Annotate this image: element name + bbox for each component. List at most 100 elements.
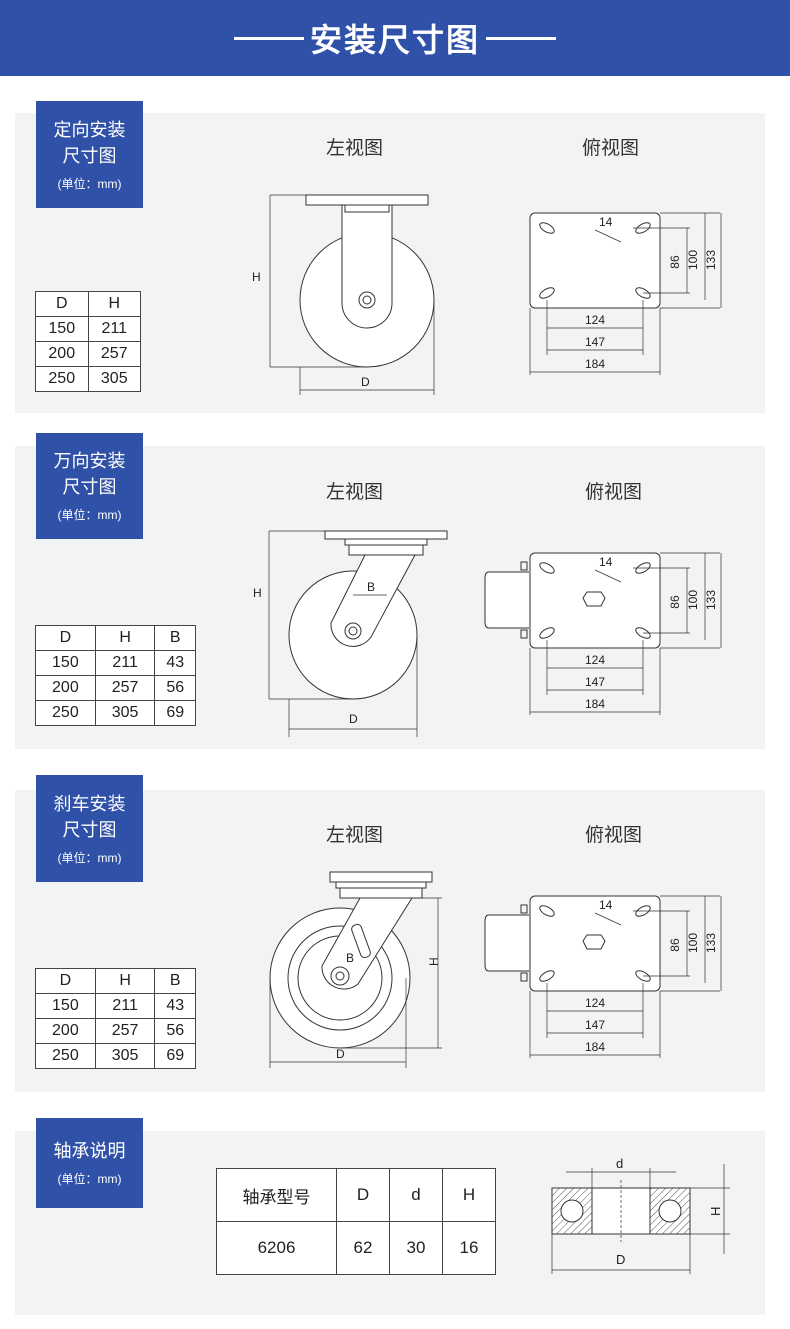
table-header-row: D H B <box>35 968 196 994</box>
brake-top-view-drawing: 14 86 100 133 124 147 184 <box>484 895 722 1058</box>
brake-caster-tag: 刹车安装 尺寸图 (单位：mm) <box>36 775 143 882</box>
inner-w-label: 124 <box>585 313 605 327</box>
swivel-caster-tag: 万向安装 尺寸图 (单位：mm) <box>36 433 143 539</box>
mid-h-label: 100 <box>686 933 700 953</box>
cell: 200 <box>35 1018 96 1044</box>
bearing-drawing: d D H <box>551 1156 730 1274</box>
mid-w-label: 147 <box>585 335 605 349</box>
table-row: 150 211 <box>35 316 141 342</box>
b-label: B <box>367 580 375 594</box>
tag-line1: 万向安装 <box>53 451 126 471</box>
cell: 211 <box>94 993 156 1019</box>
cell: 257 <box>87 341 141 367</box>
inner-h-label: 86 <box>668 595 682 609</box>
col-d: D <box>35 291 89 317</box>
tag-line1: 刹车安装 <box>53 793 126 814</box>
d-label: D <box>361 375 370 389</box>
table-row: 200 257 <box>35 341 141 367</box>
d-label: D <box>336 1047 345 1061</box>
cell: 305 <box>94 1043 156 1069</box>
col-h: H <box>87 291 141 317</box>
cell: 257 <box>94 1018 156 1044</box>
slot-label: 14 <box>599 898 613 912</box>
col-d-outer: D <box>336 1168 390 1222</box>
outer-w-label: 184 <box>585 697 605 711</box>
mid-h-label: 100 <box>686 590 700 610</box>
tag-line2: 尺寸图 <box>62 145 117 166</box>
tag-line2: 尺寸图 <box>62 819 117 840</box>
mid-w-label: 147 <box>585 1018 605 1032</box>
cell: 56 <box>154 675 196 701</box>
cell: 43 <box>154 993 196 1019</box>
b-label: B <box>346 951 354 965</box>
h-label: H <box>252 270 261 284</box>
inner-w-label: 124 <box>585 996 605 1010</box>
d-label: D <box>349 712 358 726</box>
fixed-top-view-drawing: 14 86 100 133 124 147 184 <box>529 212 722 375</box>
cell: 43 <box>154 650 196 676</box>
col-d: D <box>35 625 96 651</box>
brake-dims-table: D H B 150 211 43 200 257 56 250 305 69 <box>35 968 196 1069</box>
tag-line1: 定向安装 <box>53 119 126 140</box>
cell: 250 <box>35 366 89 392</box>
cell: 211 <box>87 316 141 342</box>
cell: 30 <box>389 1221 443 1275</box>
table-row: 6206 62 30 16 <box>216 1221 496 1275</box>
tag-unit: (单位：mm) <box>57 508 122 522</box>
page-title: 安装尺寸图 <box>309 22 480 58</box>
cell: 305 <box>94 700 156 726</box>
mid-w-label: 147 <box>585 675 605 689</box>
fixed-dims-table: D H 150 211 200 257 250 305 <box>35 291 141 392</box>
header-dash-right <box>486 36 556 40</box>
top-view-label: 俯视图 <box>582 138 640 159</box>
mid-h-label: 100 <box>686 250 700 270</box>
swivel-side-view-drawing: H B D <box>253 530 448 737</box>
slot-label: 14 <box>599 555 613 569</box>
inner-h-label: 86 <box>668 255 682 269</box>
left-view-label: 左视图 <box>326 138 384 159</box>
bearing-h-label: H <box>708 1207 723 1216</box>
table-row: 150 211 43 <box>35 993 196 1019</box>
fixed-caster-tag: 定向安装 尺寸图 (单位：mm) <box>36 101 143 208</box>
table-row: 250 305 69 <box>35 1043 196 1069</box>
cell: 150 <box>35 316 89 342</box>
top-view-label: 俯视图 <box>585 482 643 503</box>
swivel-top-view-drawing: 14 86 100 133 124 147 184 <box>484 552 722 715</box>
outer-h-label: 133 <box>704 933 718 953</box>
cell: 16 <box>442 1221 496 1275</box>
outer-h-label: 133 <box>704 250 718 270</box>
cell: 69 <box>154 700 196 726</box>
inner-w-label: 124 <box>585 653 605 667</box>
small-d-label: d <box>616 1156 623 1171</box>
cell: 250 <box>35 1043 96 1069</box>
col-h: H <box>442 1168 496 1222</box>
top-view-label: 俯视图 <box>585 825 643 846</box>
table-header-row: D H B <box>35 625 196 651</box>
bearing-tag: 轴承说明 (单位：mm) <box>36 1118 143 1208</box>
table-row: 200 257 56 <box>35 675 196 701</box>
tag-line2: 尺寸图 <box>62 477 117 497</box>
cell: 56 <box>154 1018 196 1044</box>
col-b: B <box>154 968 196 994</box>
table-row: 150 211 43 <box>35 650 196 676</box>
col-h: H <box>94 625 156 651</box>
left-view-label: 左视图 <box>326 482 384 503</box>
table-row: 250 305 <box>35 366 141 392</box>
table-row: 200 257 56 <box>35 1018 196 1044</box>
cell: 257 <box>94 675 156 701</box>
fixed-side-view-drawing: H D <box>252 194 435 395</box>
cell: 305 <box>87 366 141 392</box>
tag-unit: (单位：mm) <box>57 176 122 191</box>
cell: 150 <box>35 650 96 676</box>
tag-unit: (单位：mm) <box>57 1172 122 1186</box>
swivel-dims-table: D H B 150 211 43 200 257 56 250 305 69 <box>35 625 196 726</box>
cell: 150 <box>35 993 96 1019</box>
col-b: B <box>154 625 196 651</box>
table-header-row: 轴承型号 D d H <box>216 1168 496 1222</box>
cell: 200 <box>35 675 96 701</box>
h-label: H <box>253 586 262 600</box>
slot-label: 14 <box>599 215 613 229</box>
outer-w-label: 184 <box>585 1040 605 1054</box>
tag-unit: (单位：mm) <box>57 850 122 865</box>
left-view-label: 左视图 <box>326 825 384 846</box>
